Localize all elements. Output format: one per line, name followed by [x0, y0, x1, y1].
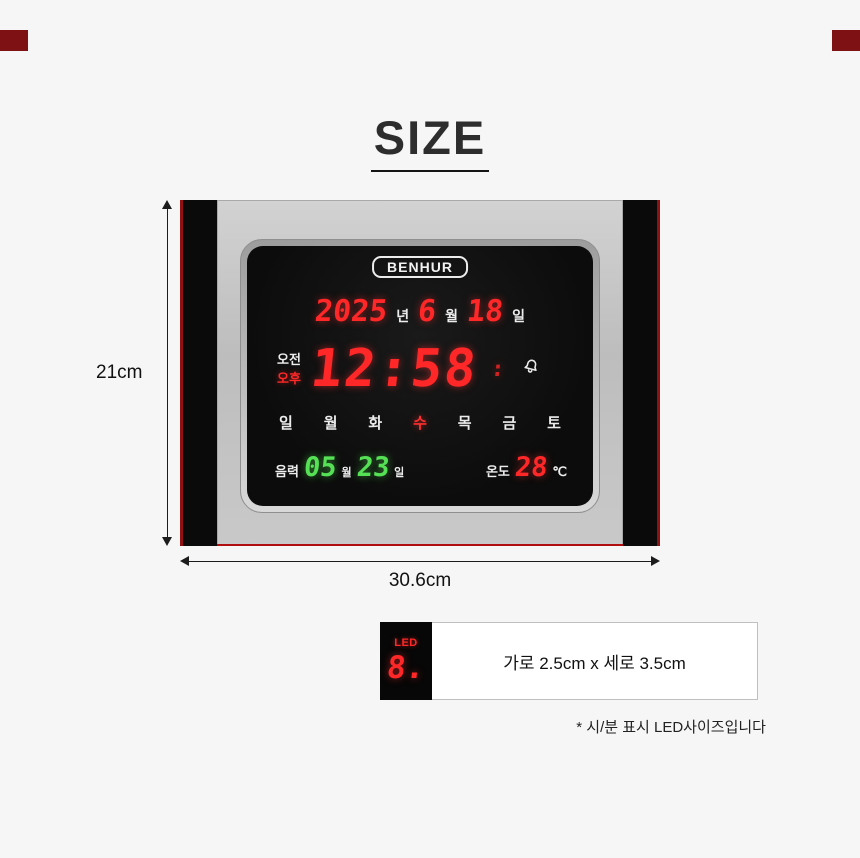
weekday-mon: 월 [323, 415, 338, 432]
lunar-temp-row: 음력 05 월 23 일 온도 28 ℃ [247, 452, 593, 483]
am-label: 오전 [277, 351, 301, 367]
day-label: 일 [512, 308, 526, 324]
height-dimension-line [167, 203, 168, 543]
height-dimension-label: 21cm [96, 362, 143, 383]
lunar-day-digits: 23 [354, 452, 391, 483]
width-dimension-arrow [180, 552, 660, 572]
temperature-digits: 28 [513, 452, 550, 483]
brand-logo: BENHUR [372, 256, 468, 278]
led-size-footnote: * 시/분 표시 LED사이즈입니다 [576, 719, 766, 736]
lunar-month-unit: 월 [341, 467, 352, 479]
pm-label: 오후 [277, 370, 301, 386]
weekday-fri: 금 [502, 415, 517, 432]
arrow-down-icon [162, 537, 172, 546]
led-size-text-box: 가로 2.5cm x 세로 3.5cm [432, 622, 758, 700]
corner-accent-right [832, 30, 860, 51]
lunar-day-unit: 일 [394, 467, 405, 479]
arrow-right-icon [651, 556, 660, 566]
date-row: 2025 년 6 월 18 일 [247, 294, 593, 329]
year-digits: 2025 [313, 294, 390, 329]
lunar-group: 음력 05 월 23 일 [275, 452, 404, 483]
clock-right-panel [623, 200, 660, 546]
temperature-group: 온도 28 ℃ [486, 452, 567, 483]
led-word-label: LED [394, 636, 418, 649]
lunar-label: 음력 [275, 464, 299, 479]
title-underline [371, 169, 489, 172]
weekday-sun: 일 [279, 415, 293, 432]
clock-silver-body: BENHUR 2025 년 6 월 18 일 오전 오후 [217, 200, 623, 546]
width-dimension-line [183, 561, 657, 562]
section-title-wrap: SIZE [0, 112, 860, 172]
height-dimension-arrow [158, 200, 178, 546]
width-dimension-label: 30.6cm [388, 570, 452, 591]
month-label: 월 [445, 308, 459, 324]
time-row: 오전 오후 12 : 58 : [247, 336, 593, 402]
hour-digits: 12 [307, 339, 381, 399]
temperature-unit: ℃ [552, 464, 567, 479]
weekday-tue: 화 [368, 415, 383, 432]
clock-bottom-red-trim [217, 544, 623, 546]
second-marks: : [490, 356, 507, 382]
weekday-sat: 토 [547, 415, 561, 432]
clock-display-screen: BENHUR 2025 년 6 월 18 일 오전 오후 [247, 246, 593, 506]
minute-digits: 58 [407, 339, 481, 399]
led-size-spec: LED 8. 가로 2.5cm x 세로 3.5cm [380, 622, 758, 700]
led-sample-digit: 8. [385, 649, 427, 686]
temperature-label: 온도 [485, 464, 510, 479]
corner-accent-left [0, 30, 28, 51]
time-digits: 12 : 58 [307, 339, 481, 399]
clock-screen-frame: BENHUR 2025 년 6 월 18 일 오전 오후 [240, 239, 600, 513]
led-sample-box: LED 8. [380, 622, 432, 700]
year-label: 년 [396, 308, 410, 324]
clock-product-image: BENHUR 2025 년 6 월 18 일 오전 오후 [180, 200, 660, 546]
lunar-month-digits: 05 [302, 452, 339, 483]
weekday-wed-active: 수 [413, 415, 427, 432]
month-digits: 6 [416, 294, 438, 329]
ampm-indicator: 오전 오후 [277, 352, 301, 386]
day-digits: 18 [465, 294, 505, 329]
alarm-bell-icon [518, 355, 542, 383]
clock-left-panel [180, 200, 217, 546]
weekday-thu: 목 [457, 415, 472, 432]
weekday-row: 일 월 화 수 목 금 토 [247, 412, 593, 433]
page-title: SIZE [373, 111, 487, 164]
